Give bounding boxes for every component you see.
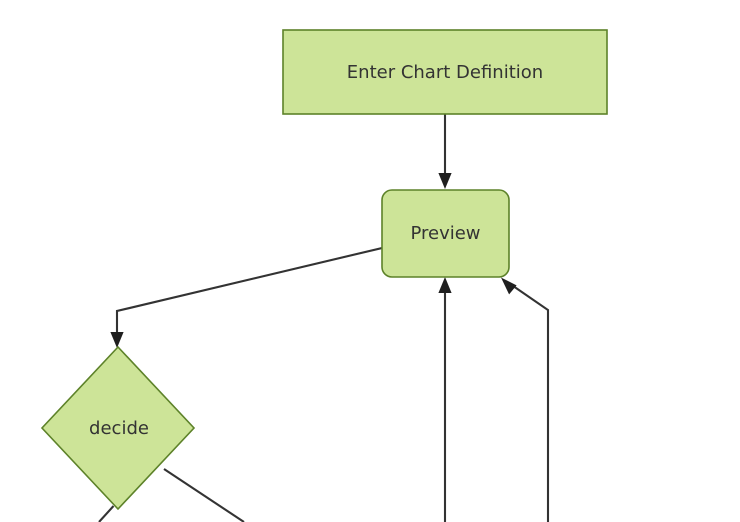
node-decide[interactable]: decide (40, 345, 196, 511)
arrowhead-icon (438, 277, 452, 293)
edge-line (163, 468, 245, 522)
edge-preview-to-decide (110, 246, 383, 348)
edge-line (115, 246, 383, 336)
edge-bottom-right-to-preview (501, 277, 550, 522)
edge-decide-down-left (98, 505, 115, 522)
node-rect[interactable] (282, 29, 608, 115)
arrowhead-icon (438, 173, 452, 189)
node-diamond[interactable] (40, 345, 196, 511)
node-label-preview: Preview (410, 223, 480, 244)
edge-line (508, 282, 550, 522)
arrowhead-icon (501, 277, 517, 295)
node-label-decide: decide (89, 418, 149, 439)
edge-decide-down-right (163, 468, 245, 522)
arrowhead-icon (110, 332, 124, 348)
node-preview[interactable]: Preview (381, 189, 510, 278)
edge-enter-to-preview (438, 114, 452, 189)
node-label-enter-chart-definition: Enter Chart Definition (347, 62, 543, 83)
node-enter-chart-definition[interactable]: Enter Chart Definition (282, 29, 608, 115)
edge-line (98, 505, 115, 522)
edge-bottom-center-to-preview (438, 277, 452, 522)
node-rounded-rect[interactable] (381, 189, 510, 278)
